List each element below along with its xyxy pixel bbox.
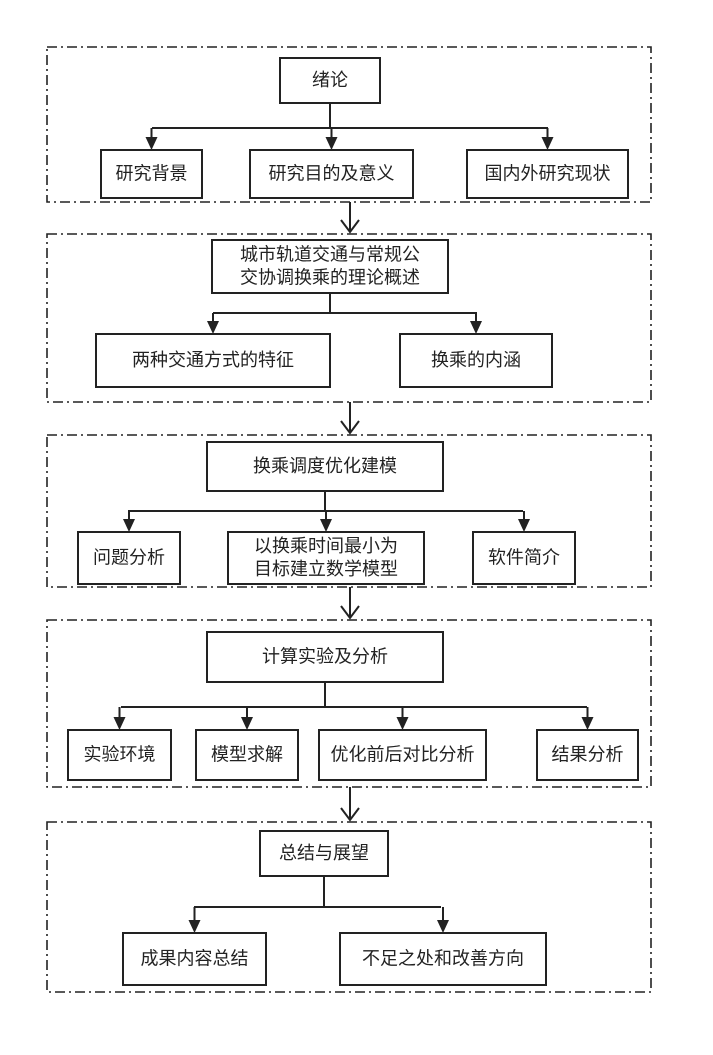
child-box: 实验环境	[67, 729, 172, 781]
section-title-box: 换乘调度优化建模	[206, 441, 444, 492]
section-frame	[46, 434, 652, 588]
child-box-border	[399, 333, 553, 388]
open-arrow-icon	[340, 807, 360, 822]
arrow-down-icon	[207, 321, 219, 334]
arrow-down-icon	[581, 717, 594, 730]
section-title-box: 总结与展望	[259, 830, 389, 877]
section-title-box-border	[279, 57, 381, 104]
child-box-label: 优化前后对比分析	[331, 745, 475, 766]
child-box-border	[318, 729, 487, 781]
child-box: 国内外研究现状	[466, 149, 629, 199]
child-box: 两种交通方式的特征	[95, 333, 331, 388]
child-box: 优化前后对比分析	[318, 729, 487, 781]
section-frame	[46, 619, 652, 788]
arrow-down-icon	[320, 519, 332, 532]
child-box-label: 以换乘时间最小为	[254, 536, 398, 557]
child-box-label: 成果内容总结	[141, 949, 249, 970]
child-box-label: 不足之处和改善方向	[362, 949, 524, 970]
section-title-box: 计算实验及分析	[206, 631, 444, 683]
child-box-border	[122, 932, 267, 986]
child-box-label: 换乘的内涵	[431, 350, 521, 371]
section-title-box-label: 换乘调度优化建模	[253, 456, 397, 477]
arrow-down-icon	[145, 137, 158, 150]
arrow-down-icon	[470, 321, 482, 334]
child-box: 成果内容总结	[122, 932, 267, 986]
child-box-label: 研究背景	[116, 164, 188, 185]
child-box-border	[339, 932, 547, 986]
child-box-label: 实验环境	[84, 745, 156, 766]
child-box: 问题分析	[77, 531, 181, 585]
section-title-box: 绪论	[279, 57, 381, 104]
child-box-label: 目标建立数学模型	[254, 559, 398, 580]
arrow-down-icon	[518, 519, 530, 532]
section-flow-arrow	[340, 202, 360, 234]
child-box-border	[536, 729, 639, 781]
child-box-border	[100, 149, 203, 199]
section-title-box-label: 绪论	[312, 70, 348, 91]
child-box-label: 研究目的及意义	[269, 164, 395, 185]
arrow-down-icon	[541, 137, 554, 150]
child-box: 不足之处和改善方向	[339, 932, 547, 986]
child-box-label: 国内外研究现状	[485, 164, 611, 185]
arrow-down-icon	[325, 137, 338, 150]
section-title-box-label: 城市轨道交通与常规公	[240, 245, 420, 266]
child-box-border	[67, 729, 172, 781]
arrow-down-icon	[396, 717, 409, 730]
open-arrow-icon	[340, 420, 360, 435]
arrow-down-icon	[188, 920, 201, 933]
arrow-down-icon	[241, 717, 253, 730]
child-box-label: 软件简介	[488, 548, 560, 569]
arrow-down-icon	[123, 519, 135, 532]
section-title-box-label: 计算实验及分析	[262, 647, 388, 668]
section-title-box-border	[206, 441, 444, 492]
child-box-border	[249, 149, 414, 199]
child-box-label: 结果分析	[552, 745, 624, 766]
child-box-border	[95, 333, 331, 388]
child-box-border	[195, 729, 299, 781]
child-box: 研究背景	[100, 149, 203, 199]
child-box: 换乘的内涵	[399, 333, 553, 388]
section-frame	[46, 821, 652, 993]
child-box-border	[227, 531, 425, 585]
child-box-border	[472, 531, 576, 585]
child-box-border	[466, 149, 629, 199]
section-flow-arrow	[340, 787, 360, 822]
section-title-box-label: 总结与展望	[279, 843, 369, 864]
child-box: 软件简介	[472, 531, 576, 585]
section-flow-arrow	[340, 402, 360, 435]
open-arrow-icon	[340, 219, 360, 234]
child-box: 研究目的及意义	[249, 149, 414, 199]
section-flow-arrow	[340, 587, 360, 620]
arrow-down-icon	[113, 717, 126, 730]
child-box: 模型求解	[195, 729, 299, 781]
child-box-label: 问题分析	[93, 548, 165, 569]
child-box: 结果分析	[536, 729, 639, 781]
child-box-border	[77, 531, 181, 585]
section-title-box-label: 交协调换乘的理论概述	[240, 268, 420, 289]
section-title-box-border	[206, 631, 444, 683]
open-arrow-icon	[340, 605, 360, 620]
arrow-down-icon	[437, 920, 449, 933]
child-box-label: 模型求解	[211, 745, 283, 766]
child-box-label: 两种交通方式的特征	[132, 350, 294, 371]
section-title-box-border	[211, 239, 449, 294]
section-title-box-border	[259, 830, 389, 877]
